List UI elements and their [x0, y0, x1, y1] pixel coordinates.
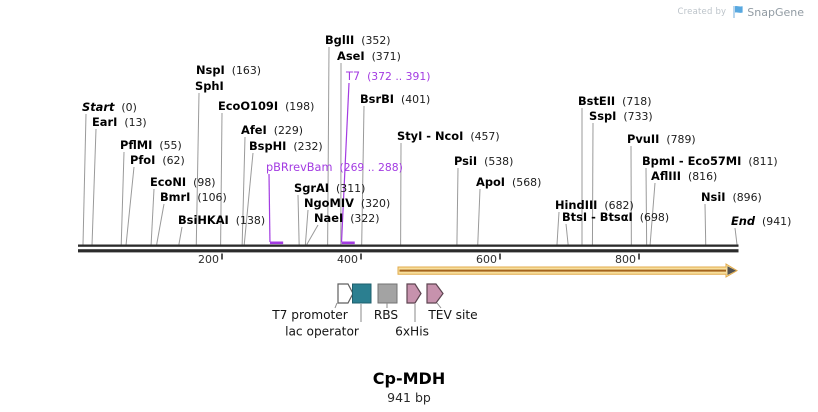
site-label-btsi-bts-i[interactable]: BtsI - BtsαI(698) — [562, 210, 669, 224]
site-marker-line-bsihkai — [178, 226, 183, 245]
site-label-bsrbi[interactable]: BsrBI(401) — [360, 92, 430, 106]
site-label-bsphi[interactable]: BspHI(232) — [249, 139, 323, 153]
watermark-brand-label: SnapGene — [747, 5, 804, 19]
ruler-tick-label-800: 800 — [615, 253, 636, 266]
site-marker-line-bsrbi — [361, 105, 365, 245]
site-marker-line-bsphi — [243, 152, 254, 245]
site-marker-line-end — [734, 227, 738, 245]
site-label-styi-ncoi[interactable]: StyI - NcoI(457) — [397, 129, 500, 143]
ruler-tick-label-200: 200 — [198, 253, 219, 266]
site-marker-line-pflmi — [120, 151, 125, 245]
sequence-length: 941 bp — [387, 390, 431, 405]
site-label-bsteii[interactable]: BstEII(718) — [578, 94, 651, 108]
ruler-tick-label-600: 600 — [476, 253, 497, 266]
site-marker-line-econi — [150, 188, 155, 245]
site-marker-line-pfoi — [125, 166, 135, 245]
site-marker-line-hindiii — [556, 211, 560, 245]
tev-site-arrow[interactable] — [426, 283, 444, 304]
site-marker-line-bmri — [156, 203, 165, 245]
feature-label-connector — [334, 302, 338, 309]
watermark: Created by SnapGene — [678, 5, 805, 19]
site-label-econi[interactable]: EcoNI(98) — [150, 175, 216, 189]
site-marker-line-naei — [306, 224, 319, 245]
site-label-afliii[interactable]: AflIII(816) — [651, 169, 717, 183]
lac-operator-box[interactable] — [352, 283, 372, 304]
t7-promoter-arrow[interactable] — [337, 283, 354, 304]
site-label-end[interactable]: End(941) — [731, 214, 791, 228]
site-marker-line-btsi-bts-i — [565, 223, 569, 245]
site-marker-line-psii — [456, 167, 459, 245]
feature-label-lac-operator[interactable]: lac operator — [285, 325, 360, 339]
site-label-pvuii[interactable]: PvuII(789) — [627, 132, 696, 146]
primer-label-t7[interactable]: T7(372 .. 391) — [345, 70, 430, 83]
site-label-bsihkai[interactable]: BsiHKAI(138) — [178, 213, 265, 227]
primer-connector-pbrrevbam — [268, 173, 271, 243]
site-marker-line-bglii — [327, 46, 330, 245]
site-label-sspi[interactable]: SspI(733) — [589, 109, 653, 123]
site-marker-line-afliii — [649, 182, 656, 245]
title-block: Cp-MDH 941 bp — [0, 369, 818, 405]
site-marker-line-nsii — [704, 203, 707, 245]
sequence-line-bottom[interactable] — [78, 249, 739, 253]
watermark-created-by-label: Created by — [677, 7, 727, 17]
site-marker-line-bpmi-eco57mi — [645, 167, 648, 245]
site-label-naei[interactable]: NaeI(322) — [314, 211, 379, 225]
site-label-asei[interactable]: AseI(371) — [337, 49, 401, 63]
feature-label-tev-site[interactable]: TEV site — [427, 308, 477, 322]
primer-label-pbrrevbam[interactable]: pBRrevBam(269 .. 288) — [266, 161, 403, 174]
feature-label-t7-promoter[interactable]: T7 promoter — [271, 308, 349, 322]
site-label-apoi[interactable]: ApoI(568) — [476, 175, 541, 189]
site-marker-line-afei — [241, 136, 246, 245]
site-label-ecoo109i[interactable]: EcoO109I(198) — [218, 99, 314, 113]
site-label-start[interactable]: Start(0) — [82, 100, 137, 114]
site-label-eari[interactable]: EarI(13) — [92, 115, 147, 129]
site-label-pflmi[interactable]: PflMI(55) — [120, 138, 182, 152]
sequence-line-top[interactable] — [78, 244, 739, 247]
site-marker-line-ngomiv — [304, 209, 309, 245]
rbs-box[interactable] — [377, 283, 398, 304]
site-label-psii[interactable]: PsiI(538) — [454, 154, 513, 168]
snapgene-logo-icon — [732, 5, 744, 19]
his6-arrow[interactable] — [406, 283, 422, 304]
site-label-bglii[interactable]: BglII(352) — [325, 33, 391, 47]
site-label-sgrai[interactable]: SgrAI(311) — [294, 181, 365, 195]
feature-label-connector — [436, 302, 442, 309]
ruler-tick-label-400: 400 — [337, 253, 358, 266]
feature-label-rbs[interactable]: RBS — [374, 308, 399, 322]
site-marker-line-start — [82, 113, 87, 245]
sequence-title: Cp-MDH — [372, 369, 446, 388]
site-label-sphi[interactable]: SphI — [195, 79, 224, 93]
site-label-hindiii[interactable]: HindIII(682) — [555, 198, 634, 212]
site-label-pfoi[interactable]: PfoI(62) — [130, 153, 185, 167]
orf-arrow-tip — [727, 266, 736, 275]
site-label-ngomiv[interactable]: NgoMIV(320) — [304, 196, 390, 210]
site-marker-line-eari — [91, 128, 97, 245]
site-label-bpmi-eco57mi[interactable]: BpmI - Eco57MI(811) — [642, 154, 778, 168]
primer-connector-t7 — [340, 82, 350, 243]
site-marker-line-apoi — [477, 188, 481, 245]
site-marker-line-sphi — [195, 92, 200, 245]
site-marker-line-sspi — [591, 122, 594, 245]
site-label-bmri[interactable]: BmrI(106) — [160, 190, 227, 204]
site-label-afei[interactable]: AfeI(229) — [241, 123, 303, 137]
site-marker-line-sgrai — [297, 194, 300, 245]
site-label-nspi[interactable]: NspI(163) — [196, 63, 261, 77]
site-marker-line-ecoo109i — [220, 112, 223, 245]
feature-label-6xhis[interactable]: 6xHis — [395, 325, 429, 339]
site-label-nsii[interactable]: NsiI(896) — [701, 190, 762, 204]
